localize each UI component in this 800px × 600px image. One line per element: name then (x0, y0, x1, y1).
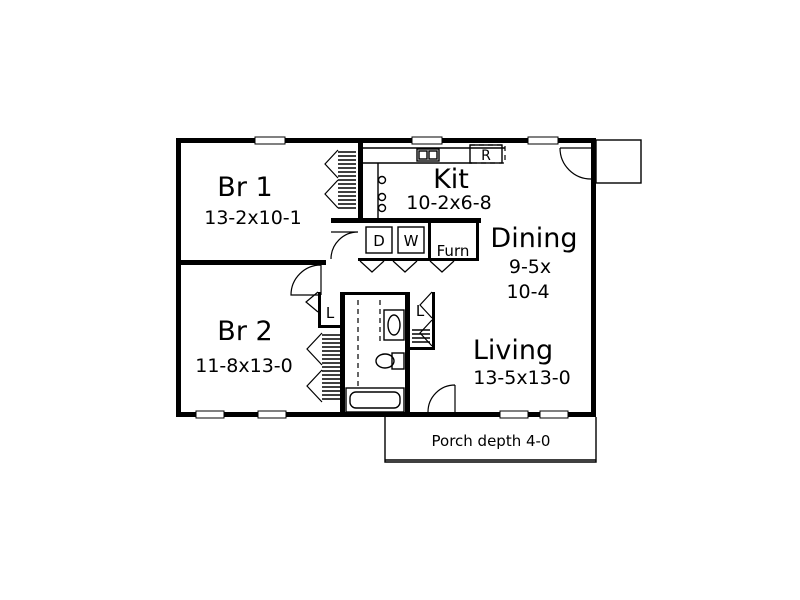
windows (195, 136, 569, 419)
interior-walls (176, 138, 481, 417)
room-name-br1: Br 1 (217, 172, 272, 203)
kitchen-sink-icon (416, 148, 440, 162)
room-size-br1: 13-2x10-1 (204, 207, 302, 229)
bath-vanity-outline (357, 300, 381, 388)
toilet-icon (375, 352, 405, 370)
bathtub-icon (345, 387, 405, 413)
sink-icon (383, 309, 405, 341)
room-size-living: 13-5x13-0 (473, 367, 571, 389)
furnace-label: Furn (437, 242, 470, 260)
washer-label: W (404, 232, 419, 250)
room-size-kit: 10-2x6-8 (406, 192, 491, 214)
room-size-dining-line1: 9-5x (509, 256, 551, 278)
side-door-swing (559, 147, 592, 180)
laundry-bifold-doors (359, 260, 455, 273)
refrigerator-label: R (481, 148, 491, 164)
br1-door-swing (330, 231, 359, 260)
room-name-living: Living (473, 335, 553, 366)
porch (384, 417, 597, 463)
linen-closet-left-label: L (326, 304, 335, 322)
front-door-swing (427, 384, 456, 413)
br2-door-swing (290, 264, 322, 296)
room-name-br2: Br 2 (217, 316, 272, 347)
room-name-kit: Kit (433, 164, 469, 195)
br2-closet-shelving (306, 332, 340, 403)
room-size-br2: 11-8x13-0 (195, 355, 293, 377)
exterior-walls (176, 138, 596, 417)
room-name-dining: Dining (490, 223, 577, 254)
dryer-icon (365, 226, 393, 254)
dryer-label: D (373, 232, 385, 250)
br1-closet-shelving (324, 149, 356, 209)
room-size-dining-line2: 10-4 (506, 281, 549, 303)
porch-label: Porch depth 4-0 (432, 432, 551, 450)
linen-closet-right-shelving (412, 291, 433, 347)
linen-closet-right-label: L (416, 302, 425, 320)
range-icon (377, 175, 387, 213)
washer-icon (397, 226, 425, 254)
refrigerator-icon (469, 144, 503, 164)
side-entry-stoop (595, 139, 642, 184)
